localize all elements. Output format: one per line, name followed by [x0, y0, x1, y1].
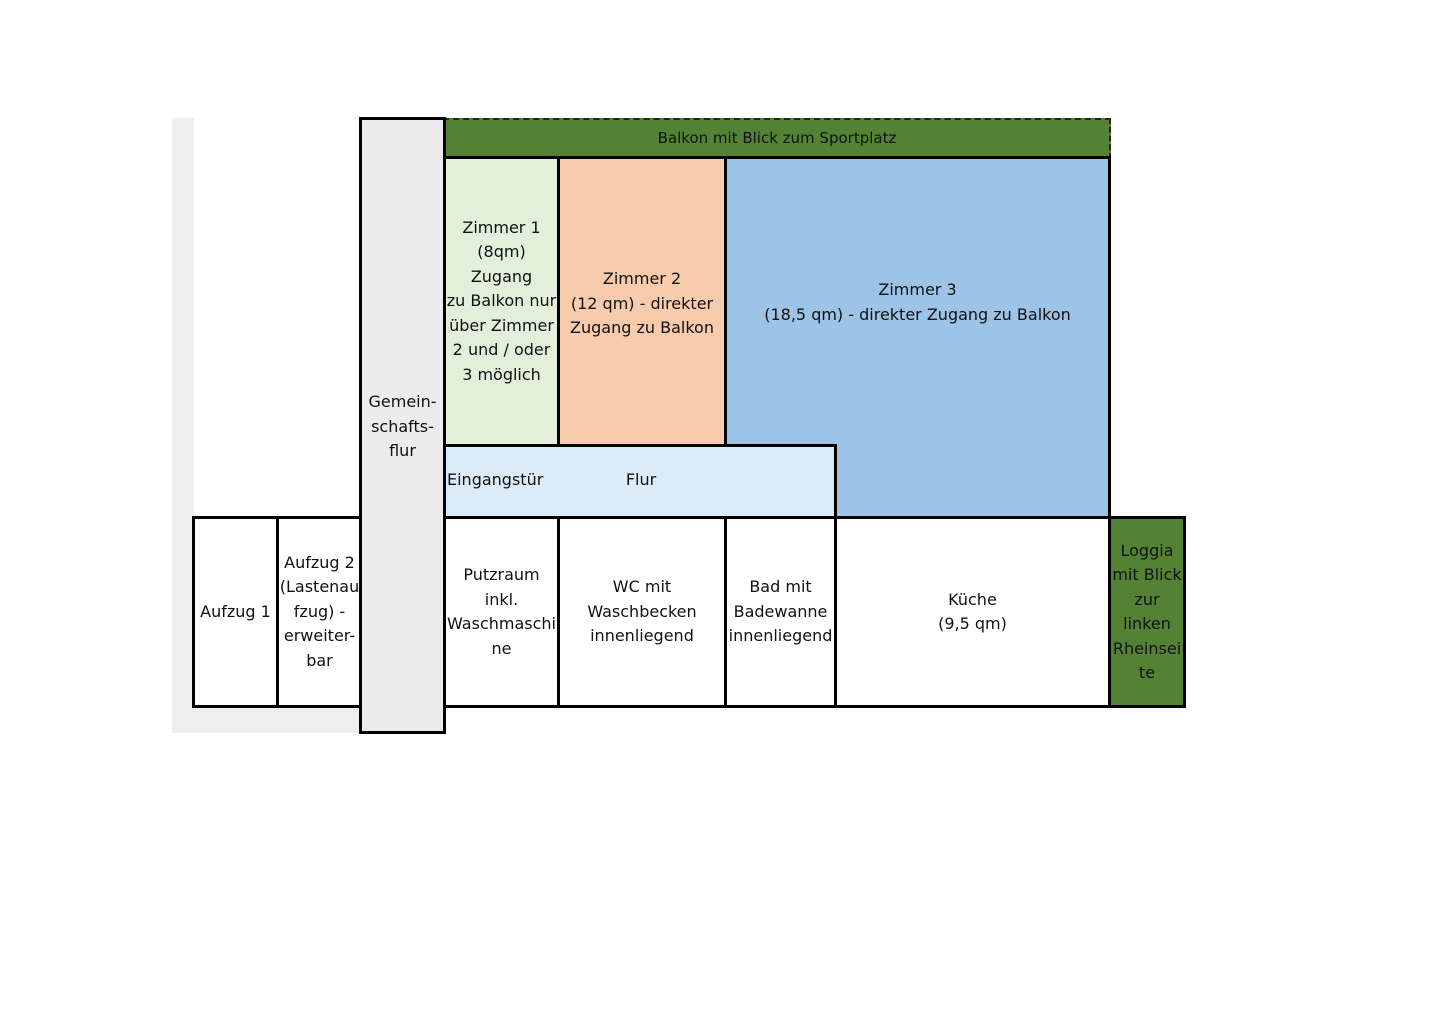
backdrop-strip-horizontal	[172, 706, 362, 733]
room-aufzug-2: Aufzug 2 (Lastenau fzug) - erweiter- bar	[276, 516, 363, 708]
room-wc-label: WC mit Waschbecken innenliegend	[587, 577, 697, 646]
room-kueche: Küche (9,5 qm)	[834, 516, 1111, 708]
room-zimmer-3-label: Zimmer 3 (18,5 qm) - direkter Zugang zu …	[764, 280, 1071, 324]
room-kueche-label: Küche (9,5 qm)	[938, 589, 1007, 634]
room-zimmer-2-label: Zimmer 2 (12 qm) - direkter Zugang zu Ba…	[570, 269, 714, 337]
room-aufzug-1: Aufzug 1	[192, 516, 279, 708]
room-aufzug-1-label: Aufzug 1	[200, 601, 271, 621]
room-bad: Bad mit Badewanne innenliegend	[724, 516, 837, 708]
room-balkon-label: Balkon mit Blick zum Sportplatz	[657, 128, 897, 147]
room-gemeinschaftsflur-label: Gemein- schafts- flur	[368, 392, 437, 460]
room-wc: WC mit Waschbecken innenliegend	[557, 516, 727, 708]
room-balkon: Balkon mit Blick zum Sportplatz	[443, 118, 1111, 159]
room-aufzug-2-label: Aufzug 2 (Lastenau fzug) - erweiter- bar	[279, 552, 360, 670]
room-putzraum: Putzraum inkl. Waschmaschi ne	[443, 516, 560, 708]
room-bad-label: Bad mit Badewanne innenliegend	[728, 577, 833, 646]
room-zimmer-1-label: Zimmer 1 (8qm) Zugang zu Balkon nur über…	[446, 217, 557, 384]
room-zimmer-2: Zimmer 2 (12 qm) - direkter Zugang zu Ba…	[557, 156, 727, 447]
entrance-door-label: Eingangstür	[447, 470, 544, 489]
room-loggia: Loggia mit Blick zur linken Rheinsei te	[1108, 516, 1186, 708]
room-putzraum-label: Putzraum inkl. Waschmaschi ne	[447, 565, 556, 658]
room-zimmer-1: Zimmer 1 (8qm) Zugang zu Balkon nur über…	[443, 156, 560, 447]
room-loggia-label: Loggia mit Blick zur linken Rheinsei te	[1112, 540, 1182, 683]
room-flur-label: Flur	[625, 470, 657, 489]
room-gemeinschaftsflur: Gemein- schafts- flur	[359, 117, 446, 734]
backdrop-strip-vertical	[172, 118, 194, 733]
